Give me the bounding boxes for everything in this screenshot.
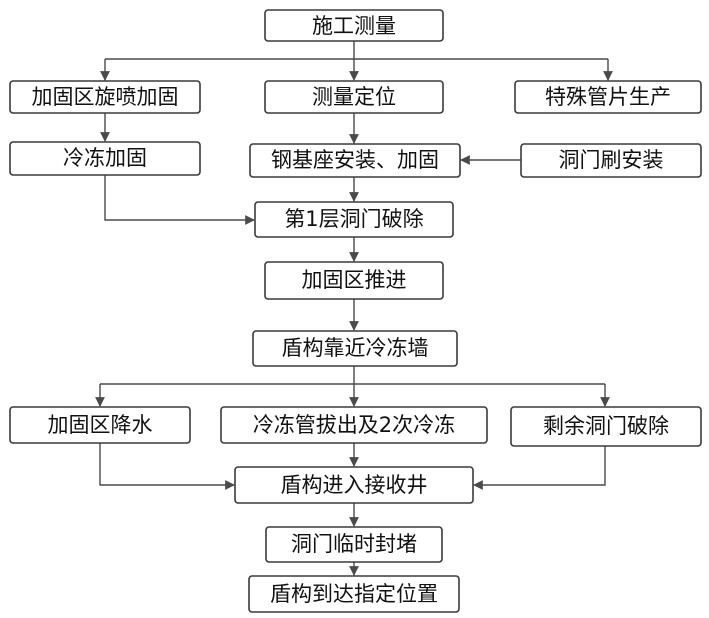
node-portal-break-1: 第1层洞门破除 (254, 201, 454, 238)
node-portal-break-1-label: 第1层洞门破除 (284, 207, 423, 231)
node-freeze-reinforce: 冷冻加固 (9, 141, 201, 176)
node-remaining-break: 剩余洞门破除 (510, 406, 702, 447)
node-shield-arrive: 盾构到达指定位置 (248, 575, 460, 613)
node-freeze-reinforce-label: 冷冻加固 (63, 146, 147, 170)
node-steel-base-label: 钢基座安装、加固 (271, 148, 439, 172)
node-pipe-pull-refreeze-label: 冷冻管拔出及2次冷冻 (253, 413, 455, 437)
node-portal-seal: 洞门临时封堵 (265, 526, 443, 563)
node-survey-label: 施工测量 (312, 14, 396, 38)
node-position-label: 测量定位 (312, 85, 396, 109)
node-zone-advance-label: 加固区推进 (302, 268, 407, 292)
node-zone-dewater-label: 加固区降水 (48, 413, 153, 437)
node-pipe-pull-refreeze: 冷冻管拔出及2次冷冻 (220, 406, 488, 444)
edge-freeze-to-portal-break (104, 175, 255, 225)
connectors (95, 41, 613, 576)
node-shield-enter-shaft-label: 盾构进入接收井 (281, 473, 428, 497)
edge-remaining-break-to-enter-shaft (473, 446, 606, 490)
node-zone-dewater: 加固区降水 (9, 406, 191, 444)
node-steel-base: 钢基座安装、加固 (249, 143, 461, 178)
node-special-segment: 特殊管片生产 (514, 80, 702, 114)
node-zone-advance: 加固区推进 (264, 261, 444, 300)
edge-dewater-to-enter-shaft (99, 443, 235, 490)
node-shield-near-wall: 盾构靠近冷冻墙 (252, 330, 458, 367)
node-special-segment-label: 特殊管片生产 (545, 85, 671, 109)
node-remaining-break-label: 剩余洞门破除 (543, 414, 669, 438)
node-portal-seal-label: 洞门临时封堵 (291, 532, 417, 556)
node-portal-brush-label: 洞门刷安装 (559, 148, 664, 172)
node-zone-jet-grout: 加固区旋喷加固 (9, 80, 201, 114)
node-zone-jet-grout-label: 加固区旋喷加固 (32, 85, 179, 109)
node-position: 测量定位 (264, 80, 444, 114)
node-shield-enter-shaft: 盾构进入接收井 (234, 466, 474, 504)
node-portal-brush: 洞门刷安装 (520, 143, 702, 178)
node-survey: 施工测量 (264, 9, 444, 42)
node-shield-arrive-label: 盾构到达指定位置 (270, 582, 438, 606)
node-shield-near-wall-label: 盾构靠近冷冻墙 (282, 336, 429, 360)
